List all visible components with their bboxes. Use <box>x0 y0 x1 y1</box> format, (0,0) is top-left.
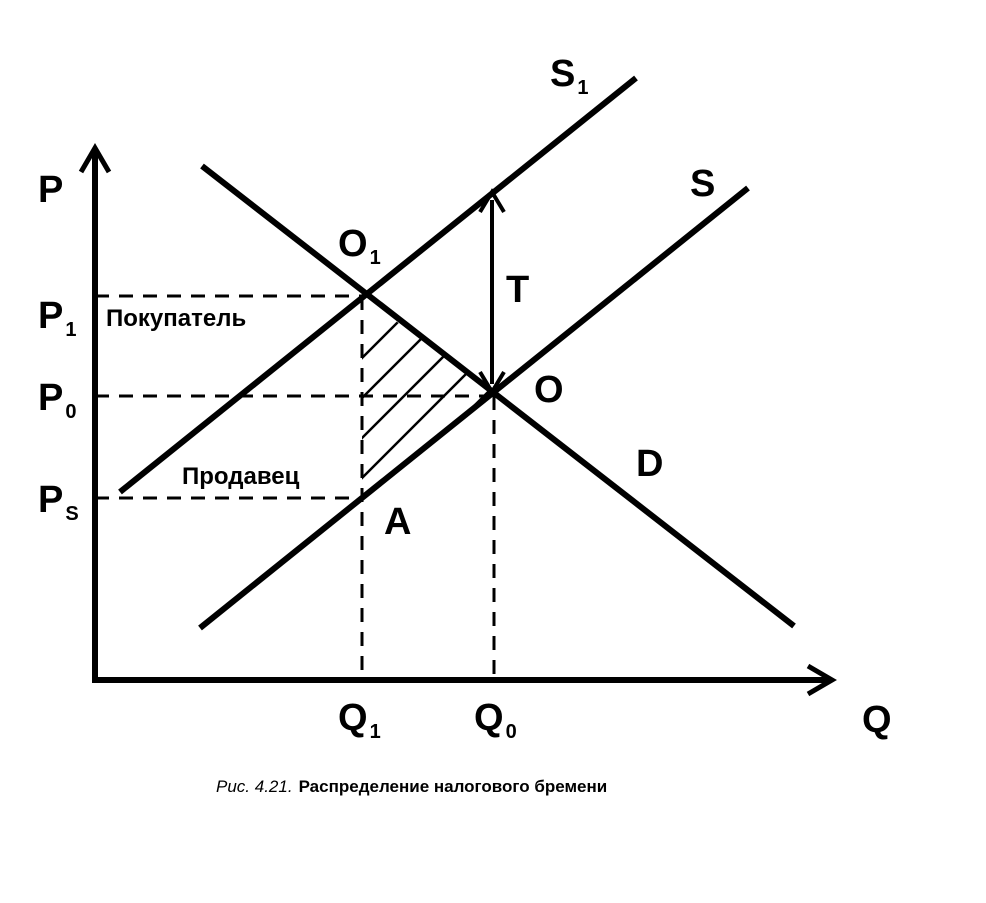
caption-prefix: Рис. 4.21. <box>216 777 293 796</box>
point-label-a: A <box>384 501 411 543</box>
seller-label: Продавец <box>182 463 300 490</box>
demand-curve-d <box>200 163 796 629</box>
point-label-o: O <box>534 369 564 411</box>
y-axis-arrow <box>78 143 112 174</box>
figure-caption: Рис. 4.21. Распределение налогового бреме… <box>216 777 607 796</box>
curve-label-d: D <box>636 443 663 485</box>
tax-arrow-head-bottom <box>478 370 506 396</box>
caption-title: Распределение налогового бремени <box>299 777 608 796</box>
dashed-guides <box>95 294 496 680</box>
tax-label: T <box>506 269 529 311</box>
hatched-region <box>362 299 492 496</box>
tax-arrow-head-top <box>478 188 506 214</box>
buyer-label: Покупатель <box>106 305 246 332</box>
curve-label-s: S <box>690 163 715 205</box>
y-axis-label: P <box>38 169 63 211</box>
x-axis-arrow <box>806 663 837 697</box>
x-axis-label: Q <box>862 699 892 741</box>
supply-curve-s <box>198 185 750 631</box>
supply-curve-s1 <box>118 75 638 495</box>
